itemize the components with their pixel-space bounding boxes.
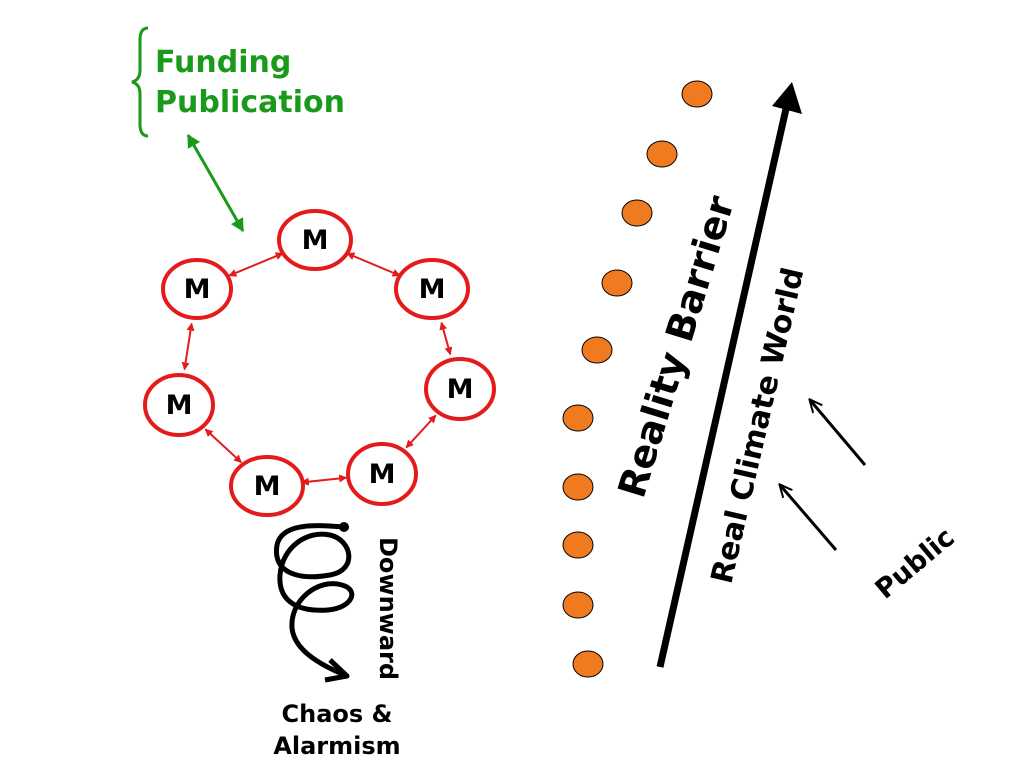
ring-node: M bbox=[229, 455, 305, 517]
ring-node-circle bbox=[229, 455, 305, 517]
alarmism-label: Alarmism bbox=[273, 732, 400, 760]
ring-node-circle bbox=[394, 258, 470, 320]
ring-node: M bbox=[143, 373, 215, 437]
ring-node-circle bbox=[277, 209, 353, 271]
barrier-dot bbox=[562, 404, 594, 432]
ring-link-arrow bbox=[346, 252, 401, 277]
public-arrow-upper bbox=[810, 400, 867, 466]
barrier-dot bbox=[646, 140, 678, 168]
real-climate-world-label: Real Climate World bbox=[705, 264, 812, 586]
funding-brace bbox=[131, 26, 149, 138]
barrier-dot bbox=[621, 199, 653, 227]
ring-link-arrow bbox=[204, 428, 242, 464]
barrier-dot bbox=[562, 591, 594, 619]
funding-link-arrow bbox=[186, 134, 245, 232]
real-climate-arrowhead bbox=[772, 82, 802, 114]
ring-link-arrow bbox=[439, 321, 453, 356]
ring-node-label: M bbox=[302, 225, 329, 256]
ring-node: M bbox=[346, 442, 418, 506]
funding-label: Funding bbox=[155, 45, 291, 80]
ring-node-circle bbox=[424, 357, 496, 421]
ring-node: M bbox=[277, 209, 353, 271]
chaos-label: Chaos & bbox=[282, 700, 393, 728]
ring-link-arrow bbox=[181, 322, 195, 371]
public-label: Public bbox=[870, 522, 961, 605]
downward-spiral bbox=[274, 522, 355, 683]
public-arrow-lower bbox=[780, 485, 838, 551]
ring-node-circle bbox=[346, 442, 418, 506]
barrier-dot bbox=[601, 269, 633, 297]
ring-node-label: M bbox=[447, 374, 474, 405]
ring-node: M bbox=[394, 258, 470, 320]
ring-node: M bbox=[161, 258, 233, 320]
ring-node-label: M bbox=[254, 471, 281, 502]
ring-link-arrow bbox=[228, 252, 284, 277]
barrier-dot bbox=[581, 336, 613, 364]
publication-label: Publication bbox=[155, 85, 345, 120]
ring-link-arrow bbox=[405, 414, 437, 449]
barrier-dot bbox=[562, 531, 594, 559]
model-ring: M M M M M M M bbox=[143, 209, 496, 517]
ring-link-arrow bbox=[300, 474, 348, 486]
barrier-dot bbox=[681, 80, 713, 108]
reality-barrier-dots bbox=[562, 80, 713, 678]
ring-node-label: M bbox=[419, 274, 446, 305]
ring-node-circle bbox=[161, 258, 233, 320]
ring-node-label: M bbox=[369, 459, 396, 490]
real-climate-arrow-shaft bbox=[656, 99, 792, 668]
downward-label: Downward bbox=[374, 537, 402, 680]
ring-node: M bbox=[424, 357, 496, 421]
barrier-dot bbox=[562, 473, 594, 501]
ring-node-label: M bbox=[166, 390, 193, 421]
barrier-dot bbox=[572, 650, 604, 678]
ring-node-label: M bbox=[184, 274, 211, 305]
reality-barrier-label: Reality Barrier bbox=[610, 191, 744, 503]
ring-node-circle bbox=[143, 373, 215, 437]
